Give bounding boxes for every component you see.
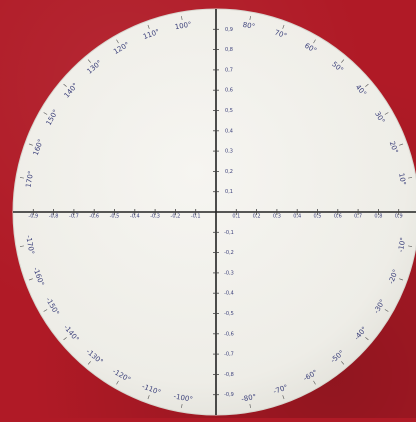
tick-label-left: -0,8 [49,214,59,220]
angle-tick-mark [313,39,316,44]
tick-label-bottom: -0,7 [224,352,234,358]
tick-label-right: 0,8 [374,214,382,220]
tick-label-top: 0,1 [225,189,233,195]
angle-tick-mark [87,361,91,365]
angle-tick-mark [384,309,389,312]
angle-tick-mark [282,395,285,400]
tick-label-right: 0,2 [253,214,261,220]
angle-tick-mark [43,309,48,312]
tick-label-right: 0,6 [334,214,342,220]
tick-label-top: 0,6 [225,88,233,94]
tick-label-left: -0,4 [130,214,140,220]
angle-tick-mark [399,143,404,146]
tick-label-top: 0,9 [225,27,233,33]
tick-label-bottom: -0,5 [224,311,234,317]
angle-tick-mark [147,395,150,400]
tick-label-top: 0,4 [225,128,233,134]
angle-tick-mark [313,380,316,385]
angle-tick-mark [341,361,345,365]
angle-tick-mark [282,24,285,29]
tick-label-left: -0,6 [89,214,99,220]
axis-tick-labels: 0,9 0,8 0,7 0,6 0,5 0,4 0,3 0,2 0,1 -0,1 -0,2 -0,3 -… [28,27,402,398]
tick-label-left: -0,3 [150,214,160,220]
angle-tick-mark [116,380,119,385]
tick-label-right: 0,4 [293,214,301,220]
angle-tick-mark [43,112,48,115]
tick-label-bottom: -0,2 [224,250,234,256]
angle-tick-mark [28,278,33,281]
tick-label-bottom: -0,3 [224,270,234,276]
angle-tick-mark [341,59,345,63]
tick-label-right: 0,1 [232,214,240,220]
tick-label-right: 0,7 [354,214,362,220]
angle-label: 170° [24,170,35,188]
angle-tick-mark [407,177,413,179]
tick-label-top: 0,3 [225,149,233,155]
angle-label: -100° [173,393,193,404]
angle-label: 20° [388,140,400,154]
tick-label-left: -0,1 [191,214,201,220]
tick-label-top: 0,5 [225,108,233,114]
angle-tick-mark [365,83,369,87]
angle-label: 80° [242,21,256,31]
tick-label-bottom: -0,8 [224,372,234,378]
tick-label-top: 0,2 [225,169,233,175]
angle-label: -80° [241,393,257,403]
angle-tick-mark [19,177,25,179]
tick-label-right: 0,5 [314,214,322,220]
angle-tick-mark [249,15,251,21]
angle-tick-mark [116,39,119,44]
angle-tick-mark [399,278,404,281]
tick-label-top: 0,7 [225,67,233,73]
angle-tick-mark [63,337,67,341]
angle-label: 10° [397,172,407,186]
tick-label-bottom: -0,6 [224,331,234,337]
angle-label: -10° [397,237,407,253]
tick-label-left: -0,7 [69,214,79,220]
angle-tick-mark [365,337,369,341]
tick-label-top: 0,8 [225,47,233,53]
tick-label-left: -0,2 [171,214,181,220]
angle-tick-mark [28,143,33,146]
angle-tick-mark [19,245,25,247]
angle-label: -170° [24,235,35,255]
tick-label-bottom: -0,9 [224,392,234,398]
angle-tick-mark [407,245,413,247]
angle-label: 70° [273,29,287,41]
angle-tick-mark [384,112,389,115]
angle-tick-mark [87,59,91,63]
angle-tick-mark [181,15,183,21]
tick-label-right: 0,9 [395,214,403,220]
tick-label-bottom: -0,4 [224,291,234,297]
tick-label-left: -0,5 [110,214,120,220]
angle-label: 100° [174,20,192,31]
angle-tick-mark [63,83,67,87]
tick-label-bottom: -0,1 [224,230,234,236]
angle-tick-mark [147,24,150,29]
angle-tick-mark [181,403,183,409]
tick-label-left: -0,9 [28,214,38,220]
tick-label-right: 0,3 [273,214,281,220]
angle-tick-mark [249,403,251,409]
